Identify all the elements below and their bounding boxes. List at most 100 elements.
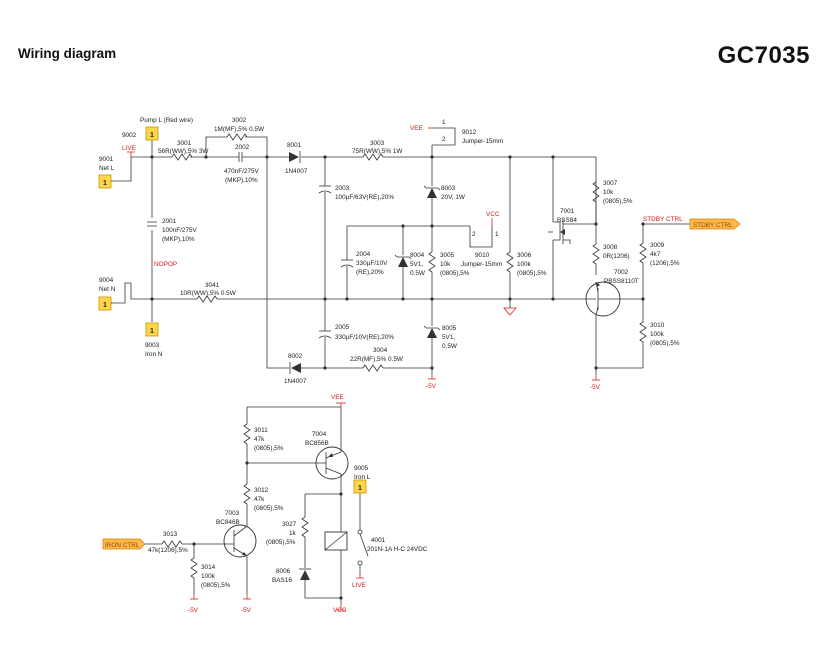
svg-text:10k: 10k — [440, 261, 451, 268]
svg-text:BAS16: BAS16 — [272, 577, 292, 584]
svg-text:-5V: -5V — [426, 383, 437, 390]
vee-bottom: VEE — [331, 394, 346, 404]
svg-text:3004: 3004 — [373, 347, 388, 354]
svg-text:2: 2 — [442, 136, 446, 143]
neg5v-top: -5V -5V — [426, 373, 601, 391]
capacitor-2003: 2003 100µF/63V(RE),20% — [318, 185, 394, 201]
svg-text:56R(WW),5% 3W: 56R(WW),5% 3W — [158, 148, 209, 155]
resistor-3011: 3011 47k (0805),5% — [243, 423, 284, 452]
svg-text:75R(WW),5% 1W: 75R(WW),5% 1W — [352, 148, 403, 155]
svg-text:9005: 9005 — [354, 465, 369, 472]
svg-text:Pump L (Red wire): Pump L (Red wire) — [140, 117, 193, 124]
svg-text:(0805),5%: (0805),5% — [254, 445, 284, 452]
svg-text:2005: 2005 — [335, 324, 350, 331]
svg-text:470nF/275V: 470nF/275V — [224, 168, 260, 175]
live-label-top: LIVE — [122, 145, 136, 157]
svg-text:10k: 10k — [603, 189, 614, 196]
svg-text:STDBY CTRL: STDBY CTRL — [643, 216, 683, 223]
svg-text:NOPOP: NOPOP — [154, 261, 177, 268]
svg-text:VCC: VCC — [486, 211, 500, 218]
svg-text:(MKP),10%: (MKP),10% — [162, 236, 195, 243]
resistor-3041: 3041 10R(WW),5% 0.5W — [180, 282, 237, 303]
svg-text:LIVE: LIVE — [122, 145, 136, 152]
svg-text:(RE),20%: (RE),20% — [356, 269, 384, 276]
svg-text:-5V: -5V — [188, 607, 199, 614]
svg-text:330µF/10V: 330µF/10V — [356, 260, 388, 267]
svg-text:3007: 3007 — [603, 180, 618, 187]
svg-text:0.5W: 0.5W — [442, 343, 458, 350]
page-title: Wiring diagram — [18, 46, 117, 61]
svg-text:201N-1A H-C 24VDC: 201N-1A H-C 24VDC — [367, 546, 428, 553]
svg-text:3027: 3027 — [282, 521, 297, 528]
svg-text:47k(1206),5%: 47k(1206),5% — [148, 547, 188, 554]
svg-text:1M(MF),5% 0.5W: 1M(MF),5% 0.5W — [214, 126, 265, 133]
svg-text:47k: 47k — [254, 436, 265, 443]
bottom-wires — [145, 403, 361, 604]
model-number: GC7035 — [717, 42, 810, 69]
resistor-3010: 3010 100k (0805),5% — [639, 321, 680, 347]
svg-text:3006: 3006 — [517, 252, 532, 259]
svg-text:Jumper-15mm: Jumper-15mm — [462, 138, 503, 145]
svg-text:3001: 3001 — [177, 140, 192, 147]
connector-9005: 1 9005 Iron L — [353, 465, 371, 494]
svg-text:1: 1 — [442, 119, 446, 126]
resistor-3012: 3012 47k (0805),5% — [243, 483, 284, 512]
capacitor-2005: 2005 330µF/10V(RE),20% — [318, 324, 394, 341]
svg-text:47k: 47k — [254, 496, 265, 503]
diode-8001: 8001 1N4007 — [285, 142, 308, 175]
svg-text:3002: 3002 — [232, 117, 247, 124]
svg-text:1: 1 — [103, 302, 107, 309]
svg-text:3011: 3011 — [254, 427, 268, 434]
svg-text:20V, 1W: 20V, 1W — [441, 194, 466, 201]
svg-text:IRON CTRL: IRON CTRL — [105, 542, 140, 549]
svg-text:1k: 1k — [289, 530, 297, 537]
resistor-3003: 3003 75R(WW),5% 1W — [352, 140, 403, 161]
svg-text:9012: 9012 — [462, 129, 477, 136]
svg-text:-5V: -5V — [241, 607, 252, 614]
junction-dots-bottom — [192, 461, 343, 600]
junction-dots-top — [150, 155, 645, 370]
connector-9004: 1 9004 Net N — [98, 277, 131, 311]
svg-text:1: 1 — [150, 328, 154, 335]
svg-text:9004: 9004 — [99, 277, 114, 284]
svg-text:9010: 9010 — [475, 252, 490, 259]
svg-text:7001: 7001 — [560, 208, 575, 215]
svg-text:3012: 3012 — [254, 487, 269, 494]
transistor-7003: 7003 BC846B — [216, 510, 257, 558]
resistor-3009: 3009 4k7 (1206),5% — [639, 242, 680, 267]
svg-text:8006: 8006 — [276, 568, 291, 575]
svg-text:9003: 9003 — [145, 342, 160, 349]
svg-text:8002: 8002 — [288, 353, 303, 360]
svg-text:2004: 2004 — [356, 251, 371, 258]
svg-text:(0805),5%: (0805),5% — [517, 270, 547, 277]
svg-text:0.5W: 0.5W — [410, 270, 426, 277]
svg-text:(0805),5%: (0805),5% — [650, 340, 680, 347]
svg-text:4001: 4001 — [371, 537, 386, 544]
svg-text:10R(WW),5% 0.5W: 10R(WW),5% 0.5W — [180, 290, 237, 297]
zener-8005: 8005 5V1, 0.5W — [423, 325, 458, 350]
resistor-3027: 3027 1k (0805),5% — [266, 516, 309, 546]
svg-text:(0805),5%: (0805),5% — [254, 505, 284, 512]
connector-9003: 1 9003 Iron N — [145, 322, 163, 358]
svg-text:7004: 7004 — [312, 431, 327, 438]
svg-text:3003: 3003 — [370, 140, 385, 147]
svg-text:Iron L: Iron L — [354, 474, 371, 481]
diode-8006: 8006 BAS16 — [272, 568, 311, 584]
svg-text:(0805),5%: (0805),5% — [266, 539, 296, 546]
capacitor-2001: 2001 100nF/275V (MKP),10% NOPOP — [147, 218, 198, 268]
svg-text:1N4007: 1N4007 — [285, 168, 308, 175]
svg-text:3009: 3009 — [650, 242, 665, 249]
svg-text:2: 2 — [472, 231, 476, 238]
connector-9002: 1 9002 Pump L (Red wire) — [122, 117, 193, 141]
resistor-3002: 3002 1M(MF),5% 0.5W — [214, 117, 265, 141]
svg-text:0R(1206): 0R(1206) — [603, 253, 630, 260]
svg-text:5V1,: 5V1, — [410, 261, 423, 268]
svg-text:VCC: VCC — [333, 607, 347, 614]
svg-text:Net L: Net L — [99, 165, 115, 172]
zener-8003: 8003 20V, 1W — [423, 185, 466, 201]
svg-text:100µF/63V(RE),20%: 100µF/63V(RE),20% — [335, 194, 394, 201]
svg-text:3013: 3013 — [163, 531, 178, 538]
svg-text:4k7: 4k7 — [650, 251, 661, 258]
resistor-3014: 3014 100k (0805),5% — [190, 557, 231, 589]
